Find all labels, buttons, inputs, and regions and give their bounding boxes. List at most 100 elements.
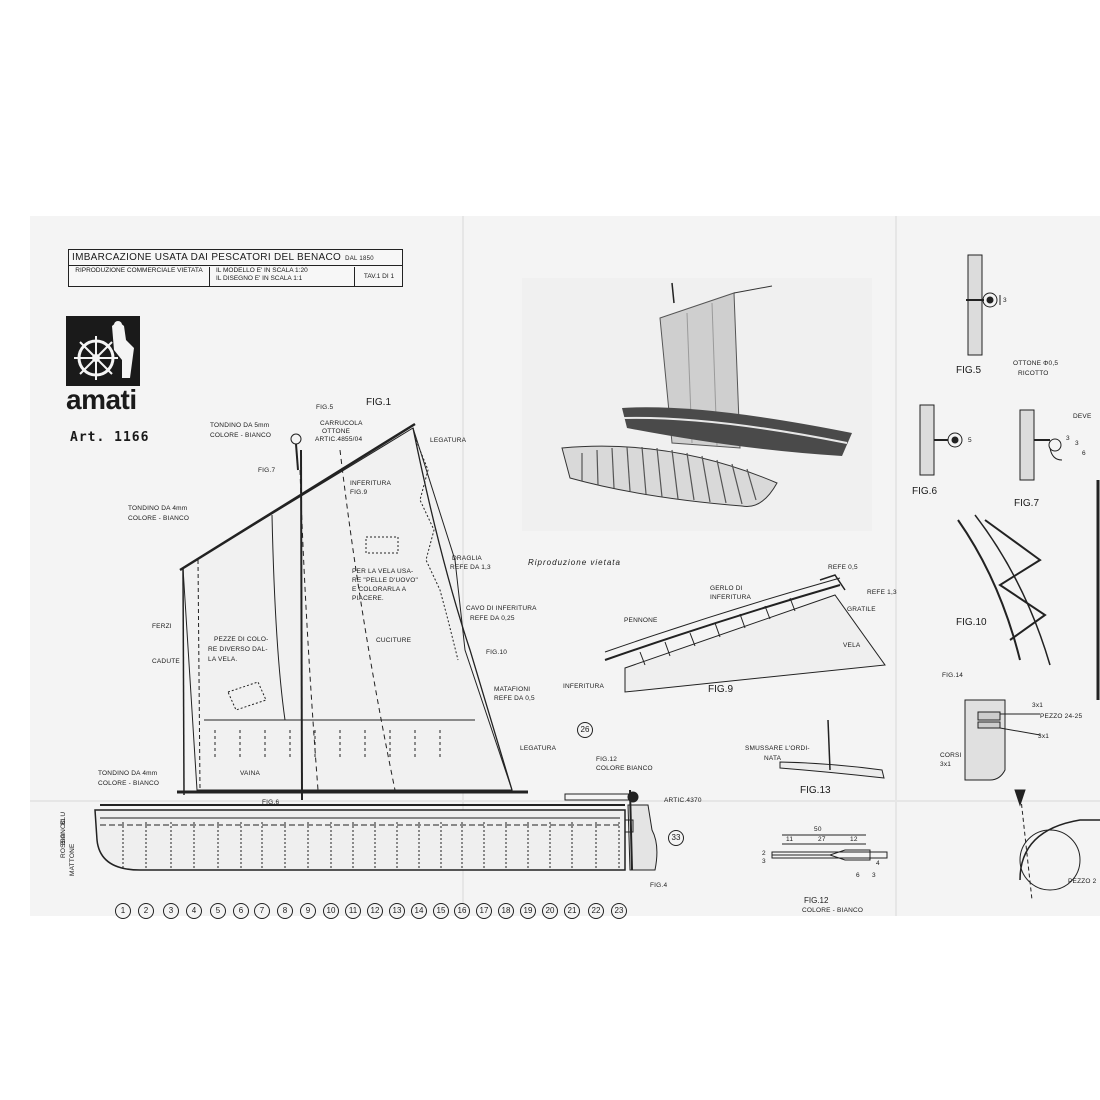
deve-label: DEVE bbox=[1073, 413, 1092, 420]
pennone-label: PENNONE bbox=[624, 617, 658, 624]
scale-info: IL MODELLO E' IN SCALA 1:20 IL DISEGNO E… bbox=[210, 267, 355, 286]
draglia-label: DRAGLIA bbox=[452, 555, 482, 562]
vela-note-line: PIACERE. bbox=[352, 595, 384, 602]
dim-label: 3x1 bbox=[1038, 733, 1050, 740]
model-photo bbox=[522, 278, 872, 531]
fig12-ref-label: FIG.12 bbox=[596, 756, 618, 763]
artic-4370-label: ARTIC.4370 bbox=[664, 797, 702, 804]
fig10-title: FIG.10 bbox=[956, 617, 987, 628]
fig1-title: FIG.1 bbox=[366, 397, 392, 408]
fold-line bbox=[895, 216, 897, 916]
frame-number-10: 10 bbox=[323, 903, 339, 919]
pezze-note-line: PEZZE DI COLO- bbox=[214, 636, 269, 643]
colore-bianco-label: COLORE - BIANCO bbox=[98, 780, 160, 787]
dim-label: 6 bbox=[856, 872, 860, 879]
dim-label: 50 bbox=[814, 826, 822, 833]
fold-line bbox=[462, 216, 464, 916]
cavo-inferitura-label: CAVO DI INFERITURA bbox=[466, 605, 537, 612]
fig14-ref-label: FIG.14 bbox=[942, 672, 964, 679]
pezzo-2-label: PEZZO 2 bbox=[1068, 878, 1097, 885]
refe-13b-label: REFE 1,3 bbox=[867, 589, 897, 596]
fig9-title: FIG.9 bbox=[708, 684, 734, 695]
inferitura-fig9b-label: INFERITURA bbox=[563, 683, 604, 690]
callout-33: 33 bbox=[668, 830, 684, 846]
fig7-ref-label: FIG.7 bbox=[258, 467, 276, 474]
pezze-note-line: RE DIVERSO DAL- bbox=[208, 646, 268, 653]
fig5-title: FIG.5 bbox=[956, 365, 982, 376]
title-block: IMBARCAZIONE USATA DAI PESCATORI DEL BEN… bbox=[68, 249, 403, 287]
dim-label: 3 bbox=[1003, 297, 1007, 304]
tondino-5-label: TONDINO DA 5mm bbox=[210, 422, 270, 429]
frame-number-12: 12 bbox=[367, 903, 383, 919]
dim-label: 3x1 bbox=[940, 761, 952, 768]
corsi-label: CORSI bbox=[940, 752, 962, 759]
frame-number-19: 19 bbox=[520, 903, 536, 919]
since-text: DAL 1850 bbox=[345, 256, 374, 262]
title-text: IMBARCAZIONE USATA DAI PESCATORI DEL BEN… bbox=[72, 252, 342, 263]
ottone-phi-label: OTTONE Φ0,5 bbox=[1013, 360, 1059, 367]
fig10-ref-label: FIG.10 bbox=[486, 649, 508, 656]
refe-13-label: REFE DA 1,3 bbox=[450, 564, 491, 571]
frame-number-15: 15 bbox=[433, 903, 449, 919]
dim-label: 3 bbox=[762, 858, 766, 865]
fig5-ref-label: FIG.5 bbox=[316, 404, 334, 411]
colore-bianco-label: COLORE - BIANCO bbox=[128, 515, 190, 522]
frame-number-14: 14 bbox=[411, 903, 427, 919]
frame-number-3: 3 bbox=[163, 903, 179, 919]
article-number: Art. 1166 bbox=[70, 430, 150, 445]
colore-bianco-label: COLORE - BIANCO bbox=[210, 432, 272, 439]
matafioni-label: MATAFIONI bbox=[494, 686, 531, 693]
frame-number-5: 5 bbox=[210, 903, 226, 919]
vela-label: VELA bbox=[843, 642, 861, 649]
colore-bianco-fig12b-label: COLORE - BIANCO bbox=[802, 907, 864, 914]
frame-number-6: 6 bbox=[233, 903, 249, 919]
dim-label: 12 bbox=[850, 836, 858, 843]
frame-number-11: 11 bbox=[345, 903, 361, 919]
dim-label: 27 bbox=[818, 836, 826, 843]
frame-number-22: 22 bbox=[588, 903, 604, 919]
frame-number-20: 20 bbox=[542, 903, 558, 919]
dim-label: 4 bbox=[876, 860, 880, 867]
vela-note-line: PER LA VELA USA- bbox=[352, 568, 414, 575]
fig4-ref-label: FIG.4 bbox=[650, 882, 668, 889]
callout-26: 26 bbox=[577, 722, 593, 738]
scale-drawing: IL DISEGNO E' IN SCALA 1:1 bbox=[216, 275, 303, 282]
tondino-4-label: TONDINO DA 4mm bbox=[128, 505, 188, 512]
vela-note-line: RE "PELLE D'UOVO" bbox=[352, 577, 418, 584]
tondino-4b-label: TONDINO DA 4mm bbox=[98, 770, 158, 777]
refe-05-label: REFE DA 0,5 bbox=[494, 695, 535, 702]
fig6-ref-label: FIG.6 bbox=[262, 799, 280, 806]
fig6-title: FIG.6 bbox=[912, 486, 938, 497]
legatura-bottom-label: LEGATURA bbox=[520, 745, 557, 752]
fig12-title: FIG.12 bbox=[804, 896, 829, 905]
dim-label: 3x1 bbox=[1032, 702, 1044, 709]
frame-number-16: 16 bbox=[454, 903, 470, 919]
smussare-label: SMUSSARE L'ORDI- bbox=[745, 745, 810, 752]
carrucola-label: CARRUCOLA bbox=[320, 420, 363, 427]
frame-number-21: 21 bbox=[564, 903, 580, 919]
sheet-number: TAV.1 DI 1 bbox=[363, 273, 395, 280]
gratile-label: GRATILE bbox=[847, 606, 876, 613]
dim-label: 2 bbox=[762, 850, 766, 857]
dim-label: 5 bbox=[968, 437, 972, 444]
legatura-top-label: LEGATURA bbox=[430, 437, 467, 444]
frame-number-8: 8 bbox=[277, 903, 293, 919]
inferitura-label: INFERITURA bbox=[350, 480, 391, 487]
frame-number-7: 7 bbox=[254, 903, 270, 919]
frame-number-23: 23 bbox=[611, 903, 627, 919]
refe-05b-label: REFE 0,5 bbox=[828, 564, 858, 571]
dim-label: 3 bbox=[1075, 440, 1079, 447]
vela-note-line: E COLORARLA A bbox=[352, 586, 407, 593]
cadute-label: CADUTE bbox=[152, 658, 180, 665]
ferzi-label: FERZI bbox=[152, 623, 172, 630]
frame-number-9: 9 bbox=[300, 903, 316, 919]
dim-label: 11 bbox=[786, 836, 794, 843]
reproduction-notice: RIPRODUZIONE COMMERCIALE VIETATA bbox=[69, 267, 210, 286]
frame-number-1: 1 bbox=[115, 903, 131, 919]
ricotto-label: RICOTTO bbox=[1018, 370, 1049, 377]
frame-number-13: 13 bbox=[389, 903, 405, 919]
refe-025-label: REFE DA 0,25 bbox=[470, 615, 515, 622]
cuciture-label: CUCITURE bbox=[376, 637, 412, 644]
fig13-title: FIG.13 bbox=[800, 785, 831, 796]
